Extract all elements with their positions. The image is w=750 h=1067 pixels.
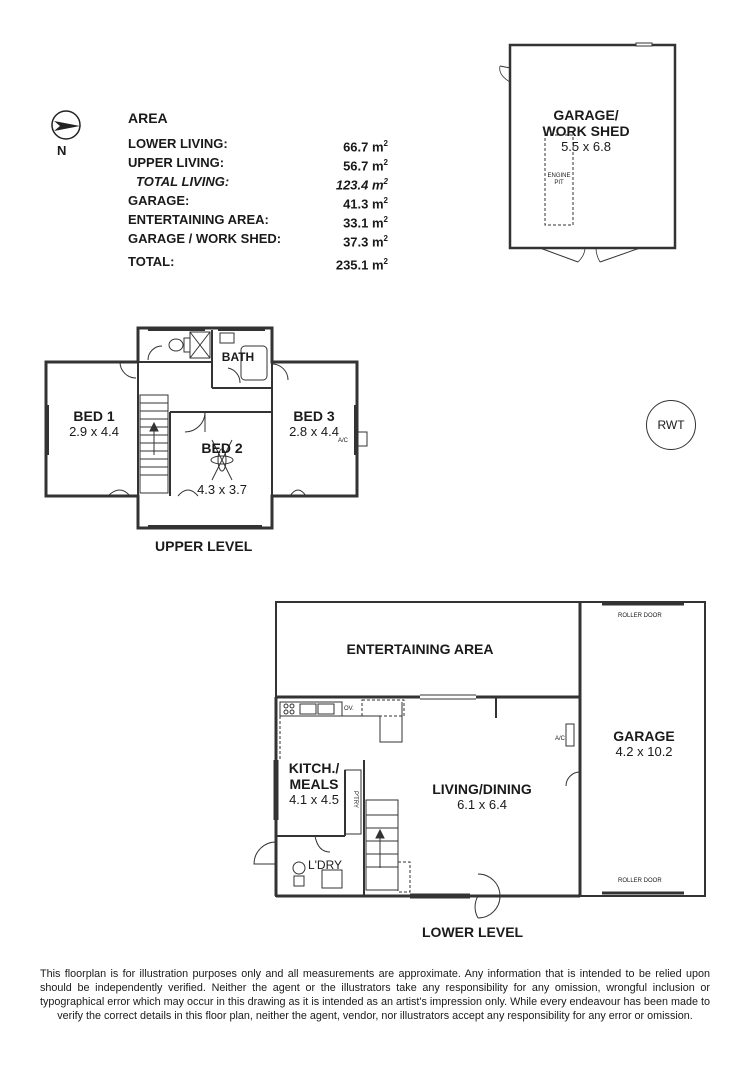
- room-living-dining: LIVING/DINING 6.1 x 6.4: [418, 781, 546, 813]
- area-row-label: TOTAL LIVING:: [136, 174, 230, 189]
- pantry-label: P'TRY: [352, 790, 359, 809]
- area-row-unit-exponent: 2: [383, 196, 388, 205]
- area-row-label: LOWER LIVING:: [128, 136, 228, 151]
- area-title: AREA: [128, 110, 168, 126]
- area-row-value: 37.3 m2: [343, 229, 388, 250]
- room-bed-3: BED 3 2.8 x 4.4: [276, 408, 352, 440]
- area-row-label: GARAGE / WORK SHED:: [128, 231, 282, 246]
- area-row-value: 235.1 m2: [335, 252, 388, 273]
- roller-door-bottom-label: ROLLER DOOR: [618, 878, 662, 884]
- area-row-label: TOTAL:: [128, 254, 175, 269]
- area-row: GARAGE: 41.3 m2: [128, 191, 388, 212]
- room-bath: BATH: [221, 350, 255, 364]
- area-row: GARAGE / WORK SHED: 37.3 m2: [128, 229, 388, 250]
- room-work-shed-name-2: WORK SHED: [542, 123, 630, 139]
- lower-ac-label: A/C: [555, 736, 566, 742]
- area-row-label: GARAGE:: [128, 193, 190, 208]
- room-kitchen-meals: KITCH./ MEALS 4.1 x 4.5: [282, 760, 346, 808]
- room-garage: GARAGE 4.2 x 10.2: [598, 728, 690, 760]
- room-bed-3-dims: 2.8 x 4.4: [289, 424, 339, 439]
- room-kitchen-name-2: MEALS: [289, 776, 339, 792]
- area-row-value-text: 33.1 m: [343, 215, 384, 231]
- area-row-value-text: 37.3 m: [343, 234, 384, 250]
- room-laundry: L'DRY: [307, 858, 343, 872]
- area-row-value: 66.7 m2: [343, 134, 388, 155]
- upper-ac-label: A/C: [338, 438, 349, 444]
- oven-label: OV.: [344, 706, 354, 712]
- room-work-shed-dims: 5.5 x 6.8: [561, 139, 611, 154]
- room-bed-1-dims: 2.9 x 4.4: [69, 424, 119, 439]
- room-bed-2: BED 2 4.3 x 3.7: [178, 440, 266, 498]
- compass-north-label: N: [57, 143, 67, 158]
- room-work-shed: GARAGE/ WORK SHED 5.5 x 6.8: [536, 107, 636, 155]
- area-row-value: 123.4 m2: [335, 172, 388, 193]
- lower-level-walls: [274, 601, 706, 898]
- area-row: TOTAL: 235.1 m2: [128, 252, 388, 273]
- engine-pit-label-1: ENGINE: [547, 173, 571, 179]
- rainwater-tank-label: RWT: [646, 400, 696, 450]
- engine-pit-label: ENGINE PIT: [540, 173, 578, 187]
- room-garage-name: GARAGE: [613, 728, 675, 744]
- room-kitchen-name-1: KITCH./: [288, 760, 340, 776]
- area-row: ENTERTAINING AREA: 33.1 m2: [128, 210, 388, 231]
- area-row-unit-exponent: 2: [383, 257, 388, 266]
- area-row-unit-exponent: 2: [383, 177, 388, 186]
- room-bed-1: BED 1 2.9 x 4.4: [52, 408, 136, 440]
- area-row-value: 56.7 m2: [343, 153, 388, 174]
- lower-level-fixtures: [253, 602, 684, 919]
- area-row-value-text: 66.7 m: [343, 139, 384, 155]
- room-garage-dims: 4.2 x 10.2: [615, 744, 673, 759]
- work-shed-outline: [499, 42, 677, 263]
- roller-door-top-label: ROLLER DOOR: [618, 613, 662, 619]
- room-bed-2-dims: 4.3 x 3.7: [197, 482, 247, 497]
- area-row-value-text: 41.3 m: [343, 196, 384, 212]
- area-row-unit-exponent: 2: [383, 234, 388, 243]
- room-bed-1-name: BED 1: [73, 408, 115, 424]
- room-work-shed-name-1: GARAGE/: [553, 107, 619, 123]
- room-living-dims: 6.1 x 6.4: [457, 797, 507, 812]
- lower-level-title: LOWER LEVEL: [422, 924, 524, 940]
- upper-level-fixtures: [47, 329, 368, 527]
- area-row: TOTAL LIVING: 123.4 m2: [128, 172, 388, 193]
- area-row-value-text: 123.4 m: [335, 177, 384, 193]
- room-kitchen-dims: 4.1 x 4.5: [289, 792, 339, 807]
- upper-level-title: UPPER LEVEL: [155, 538, 253, 554]
- upper-level-walls: [44, 326, 359, 530]
- compass-arrow-icon: [51, 110, 81, 140]
- area-row-label: ENTERTAINING AREA:: [128, 212, 269, 227]
- engine-pit-label-2: PIT: [554, 180, 564, 186]
- area-row-label: UPPER LIVING:: [128, 155, 225, 170]
- area-row-value: 33.1 m2: [343, 210, 388, 231]
- area-row: UPPER LIVING: 56.7 m2: [128, 153, 388, 174]
- area-row-value-text: 56.7 m: [343, 158, 384, 174]
- area-row-unit-exponent: 2: [383, 158, 388, 167]
- area-row-unit-exponent: 2: [383, 139, 388, 148]
- disclaimer-text: This floorplan is for illustration purpo…: [40, 968, 710, 1022]
- area-row-unit-exponent: 2: [383, 215, 388, 224]
- room-bed-2-name: BED 2: [201, 440, 243, 456]
- room-bed-3-name: BED 3: [293, 408, 335, 424]
- area-row-value-text: 235.1 m: [335, 257, 384, 273]
- area-row-value: 41.3 m2: [343, 191, 388, 212]
- area-row: LOWER LIVING: 66.7 m2: [128, 134, 388, 155]
- room-entertaining-area: ENTERTAINING AREA: [346, 641, 494, 657]
- room-living-name: LIVING/DINING: [432, 781, 532, 797]
